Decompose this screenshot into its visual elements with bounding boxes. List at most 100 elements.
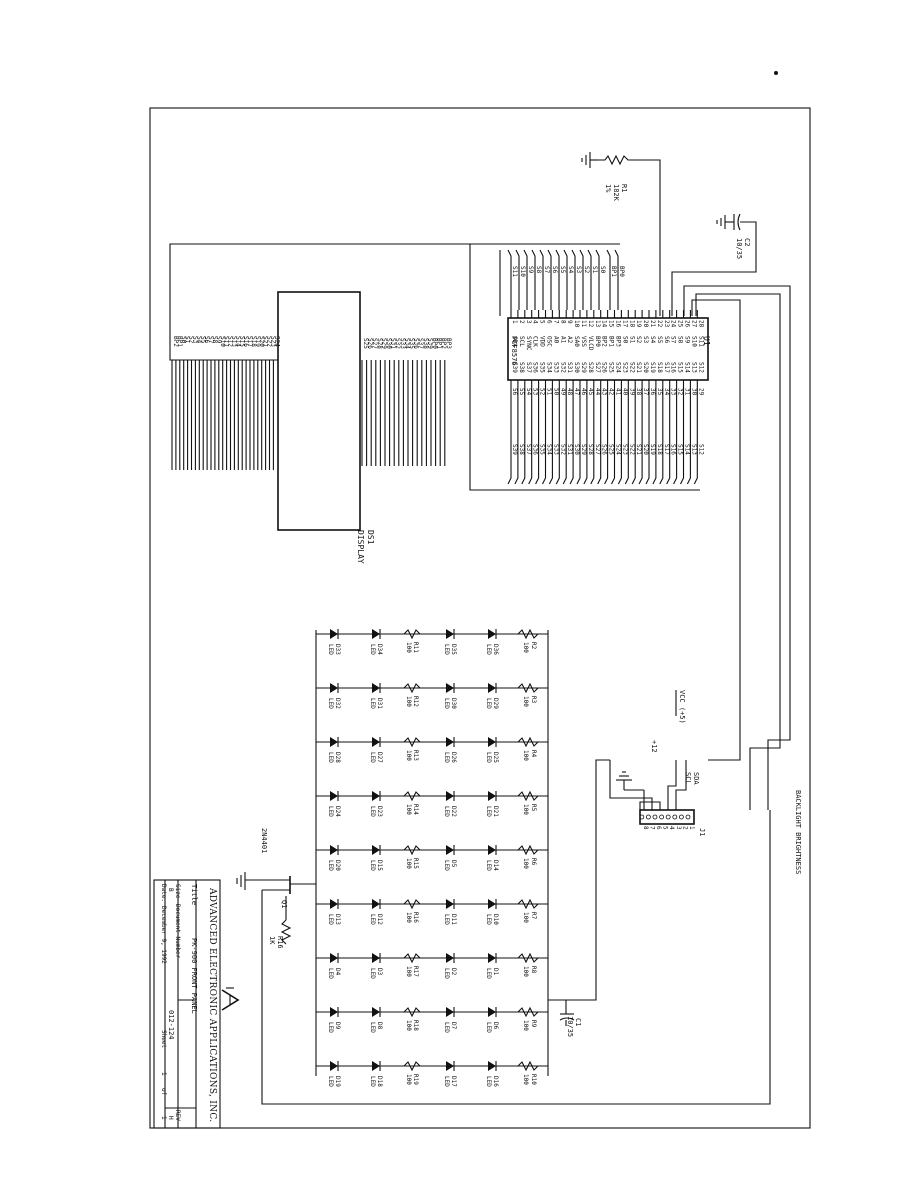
u1-pin-left-num: 16 xyxy=(615,320,622,328)
q1-ref: Q1 xyxy=(280,900,288,908)
led-icon xyxy=(446,1007,454,1017)
sheet-border xyxy=(149,107,811,1129)
led-label: LED xyxy=(369,860,376,871)
bus-right-line xyxy=(590,388,595,485)
resistor-symbol xyxy=(517,1006,539,1018)
bus-right-line xyxy=(673,388,678,485)
j1-pin-num: 1 xyxy=(688,826,695,830)
led-ref: D22 xyxy=(450,806,457,817)
bus-bp-label: BP1 xyxy=(610,266,617,277)
resistor-symbol xyxy=(517,952,539,964)
j1-pin xyxy=(646,814,651,820)
resistor-ref: R17 xyxy=(412,966,419,977)
ds1-bottom-label: S14 xyxy=(234,336,241,347)
u1-pin-left-name: OSC xyxy=(546,336,553,347)
bus-top-label: S9 xyxy=(527,266,534,274)
page-mark xyxy=(774,71,778,75)
bus-right-line xyxy=(680,388,685,485)
u1-pin-left-name: S11 xyxy=(697,336,704,347)
led-icon xyxy=(446,791,454,801)
resistor-value: 100 xyxy=(522,750,529,761)
led-label: LED xyxy=(369,698,376,709)
u1-pin-left-name: A2 xyxy=(566,336,573,344)
led-ref: D7 xyxy=(450,1022,457,1030)
r1-ref: R1 xyxy=(620,184,628,192)
u1-pin-left-name: S8 xyxy=(677,336,684,344)
size-label: Size xyxy=(174,884,181,899)
led-icon xyxy=(488,683,496,693)
u1-pin-left-name: S2 xyxy=(635,336,642,344)
led-icon xyxy=(330,845,338,855)
ds1-top-label: BP0 xyxy=(431,338,438,349)
bus-top-line xyxy=(531,249,536,310)
j1-pin-num: 5 xyxy=(662,826,669,830)
bus-right-label: S30 xyxy=(573,444,580,455)
u1-pin-right-name: S20 xyxy=(642,362,649,373)
ds1-top-label: S39 xyxy=(426,338,433,349)
ds1-top-label: S27 xyxy=(371,338,378,349)
of-label: of xyxy=(160,1088,167,1096)
ds1-top-label: S31 xyxy=(390,338,397,349)
u1-pin-left-num: 2 xyxy=(518,320,525,324)
bus-top-label: S10 xyxy=(519,266,526,277)
led-icon xyxy=(446,845,454,855)
bus-top-label: S0 xyxy=(599,266,606,274)
bus-right-line xyxy=(562,388,567,485)
u1-pin-right-name: S27 xyxy=(594,362,601,373)
company-name: ADVANCED ELECTRONIC APPLICATIONS, INC. xyxy=(207,887,217,1122)
u1-pin-right-num: 43 xyxy=(601,388,608,396)
led-icon xyxy=(372,737,380,747)
resistor-ref: R15 xyxy=(412,858,419,869)
led-label: LED xyxy=(443,1022,450,1033)
led-label: LED xyxy=(485,806,492,817)
bus-right-label: S32 xyxy=(559,444,566,455)
led-label: LED xyxy=(369,806,376,817)
bus-bp-label: BP0 xyxy=(618,266,625,277)
resistor-symbol xyxy=(403,737,421,748)
led-ref: D34 xyxy=(376,644,383,655)
u1-pin-right-name: S15 xyxy=(677,362,684,373)
bus-top-line xyxy=(587,249,592,310)
u1-pin-left-name: S0 xyxy=(621,336,628,344)
u1-pin-right-name: S26 xyxy=(601,362,608,373)
u1-pin-right-name: S12 xyxy=(697,362,704,373)
u1-pin-right-num: 34 xyxy=(663,388,670,396)
led-ref: D8 xyxy=(376,1022,383,1030)
ds1-top-label: S25 xyxy=(362,338,369,349)
bus-right-label: S25 xyxy=(608,444,615,455)
u1-pin-left-num: 24 xyxy=(670,320,677,328)
u1-pin-right-num: 29 xyxy=(697,388,704,396)
resistor-symbol xyxy=(517,1060,539,1072)
led-label: LED xyxy=(443,968,450,979)
r1-value: 182K xyxy=(612,184,620,202)
resistor-value: 100 xyxy=(522,804,529,815)
ds1-bottom-label: S13 xyxy=(231,336,238,347)
led-icon xyxy=(446,1061,454,1071)
u1-pin-left-name: A1 xyxy=(559,336,566,344)
r1-line xyxy=(598,154,661,316)
led-icon xyxy=(372,953,380,963)
bus-top-line xyxy=(523,249,528,310)
ds1-bottom-nets: BP2BP1S0S1S2S3S4S5S6S7S8S9S10S11S12S13S1… xyxy=(171,336,280,470)
bus-right-label: S38 xyxy=(518,444,525,455)
c1-value: 10/35 xyxy=(566,1016,574,1037)
bus-right-line xyxy=(693,388,698,485)
bus-top-label: S6 xyxy=(551,266,558,274)
u1-pin-right-name: S22 xyxy=(628,362,635,373)
bus-right-line xyxy=(535,388,540,485)
led-icon xyxy=(488,899,496,909)
resistor-ref: R7 xyxy=(530,912,537,920)
u1-pin-right-name: S14 xyxy=(684,362,691,373)
bus-bp-line xyxy=(614,249,619,310)
bus-right-line xyxy=(686,388,691,485)
bus-right-line xyxy=(659,388,664,485)
resistor-value: 100 xyxy=(522,858,529,869)
ds1-bottom-label: S0 xyxy=(180,336,187,344)
led-label: LED xyxy=(485,644,492,655)
bus-top-line xyxy=(539,249,544,310)
u1-pin-right-name: S37 xyxy=(525,362,532,373)
u1-pin-right-num: 33 xyxy=(670,388,677,396)
resistor-symbol xyxy=(403,1061,421,1072)
led-label: LED xyxy=(327,698,334,709)
